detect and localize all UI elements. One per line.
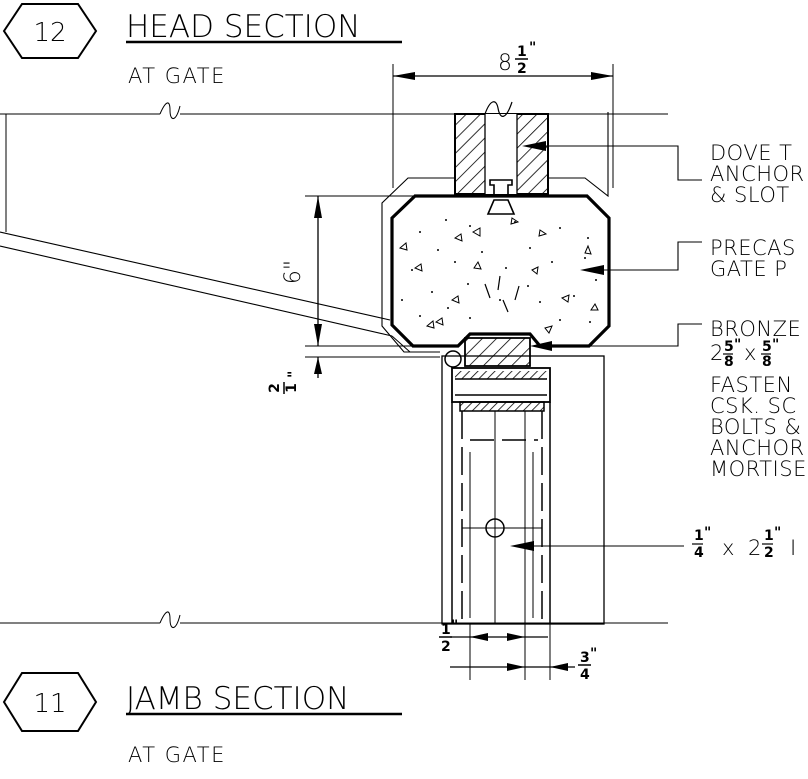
width-dim-mark: " — [529, 40, 536, 56]
detail-11-hexagon — [2, 672, 98, 732]
leader-dovetail — [522, 141, 702, 181]
plate-b-num: 1 — [764, 528, 774, 544]
width-dimension: 8 1 2 " — [392, 40, 614, 188]
plate-b-whole: 2 — [748, 536, 762, 560]
note-bronze-line-1: BRONZE — [710, 317, 801, 341]
note-dovetail: DOVE T ANCHOR & SLOT — [710, 141, 805, 207]
plate-a-num: 1 — [694, 528, 704, 544]
note-precast: PRECAS GATE P — [710, 236, 796, 281]
bronze-size-b-mark: " — [772, 337, 779, 353]
jamb-dim-b-den: 4 — [580, 667, 590, 683]
detail-12-title: HEAD SECTION — [126, 9, 360, 45]
plate-b-mark: " — [774, 525, 781, 541]
bronze-size-b-num: 5 — [762, 339, 772, 355]
note-dovetail-line-3: & SLOT — [710, 183, 790, 207]
jamb-dim-a-mark: " — [451, 618, 458, 634]
bronze-size-a-den: 8 — [724, 354, 734, 370]
note-precast-line-2: GATE P — [710, 257, 787, 281]
detail-11-subtitle: AT GATE — [128, 743, 226, 767]
width-dim-whole: 8 — [498, 51, 512, 76]
bronze-size-a-mark: " — [734, 337, 741, 353]
note-bronze-line-6: ANCHOR — [710, 436, 805, 460]
note-bronze-size: 2 5 8 " x 5 8 " — [710, 337, 779, 370]
gap-dim-num: 1 — [284, 383, 300, 393]
jamb-dim-b-mark: " — [590, 646, 597, 662]
jamb-dim-b-num: 3 — [580, 650, 590, 666]
detail-11-number: 11 — [33, 689, 66, 719]
dovetail-anchor-block — [454, 101, 549, 215]
plate-tail: I — [790, 536, 797, 560]
width-dim-num: 1 — [517, 44, 527, 60]
note-dovetail-line-2: ANCHOR — [710, 162, 805, 186]
detail-12-hexagon — [2, 3, 98, 59]
note-plate: 1 4 " x 2 1 2 " I — [692, 525, 797, 561]
bronze-size-a-num: 5 — [724, 339, 734, 355]
note-dovetail-line-1: DOVE T — [710, 141, 792, 165]
height-dimension: 6" 1 2 " — [267, 195, 440, 394]
bronze-size-x: x — [744, 341, 757, 365]
plate-b-den: 2 — [764, 545, 774, 561]
note-bronze-line-3: FASTEN — [710, 373, 793, 397]
jamb-dim-a-num: 1 — [441, 622, 451, 638]
jamb-section — [441, 355, 605, 625]
jamb-dimensions: 1 2 " 3 4 " — [439, 618, 597, 683]
detail-11-tag: 11 — [2, 672, 98, 732]
width-dim-den: 2 — [517, 61, 527, 77]
bronze-size-b-den: 8 — [762, 354, 772, 370]
note-precast-line-1: PRECAS — [710, 236, 796, 260]
plate-a-den: 4 — [694, 545, 704, 561]
gap-dim-mark: " — [286, 371, 302, 378]
note-bronze-line-7: MORTISE — [710, 457, 807, 481]
gap-dim-den: 2 — [267, 383, 283, 393]
bronze-plate — [444, 337, 531, 368]
head-wall-lines — [0, 102, 668, 353]
note-bronze-line-5: BOLTS & — [710, 415, 801, 439]
leader-precast — [580, 241, 702, 275]
jamb-dim-a-den: 2 — [441, 639, 451, 655]
note-bronze-line-4: CSK. SC — [710, 394, 797, 418]
note-bronze: BRONZE 2 5 8 " x 5 8 " FASTEN CSK. SC BO… — [710, 317, 807, 481]
detail-12-subtitle: AT GATE — [128, 64, 226, 88]
detail-11-title: JAMB SECTION — [126, 681, 349, 717]
detail-12-number: 12 — [33, 18, 66, 48]
precast-gate-panel — [390, 194, 611, 348]
height-dim-label: 6" — [281, 260, 306, 284]
leader-bronze — [530, 323, 702, 351]
hinge-pin — [444, 350, 462, 368]
detail-12-tag: 12 — [2, 3, 98, 59]
plate-a-mark: " — [704, 525, 711, 541]
bronze-size-a-whole: 2 — [710, 341, 724, 365]
leader-plate — [510, 541, 684, 551]
jamb-baseline — [0, 611, 668, 628]
plate-x: x — [722, 536, 735, 560]
